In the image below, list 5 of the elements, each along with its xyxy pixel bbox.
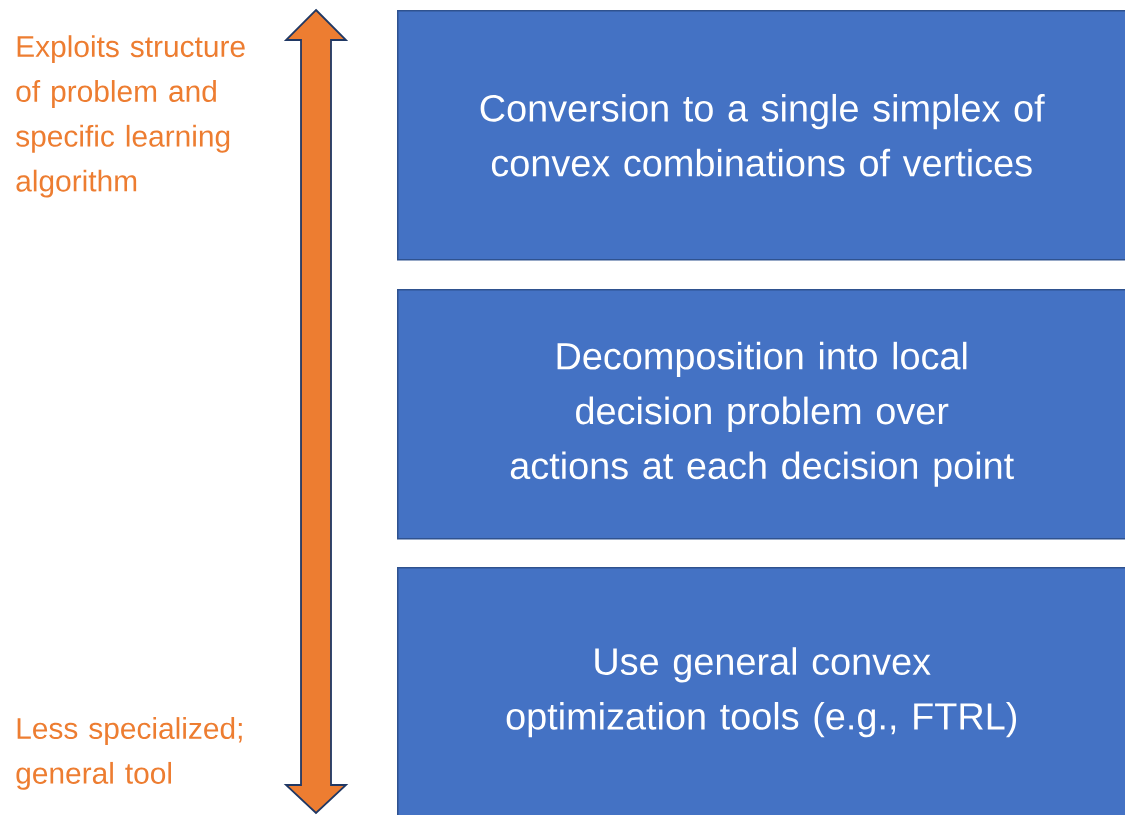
text-box: Decomposition into local decision problem over actions at each decision point	[397, 289, 1125, 540]
text-box: Use general convex optimization tools (e.g., FTRL)	[397, 567, 1125, 815]
side-label: Exploits structure of problem and specific learning algorithm	[16, 35, 245, 198]
side-label: Less specialized; general tool	[16, 717, 242, 790]
text-box: Conversion to a single simplex of convex combinations of vertices	[397, 10, 1125, 261]
